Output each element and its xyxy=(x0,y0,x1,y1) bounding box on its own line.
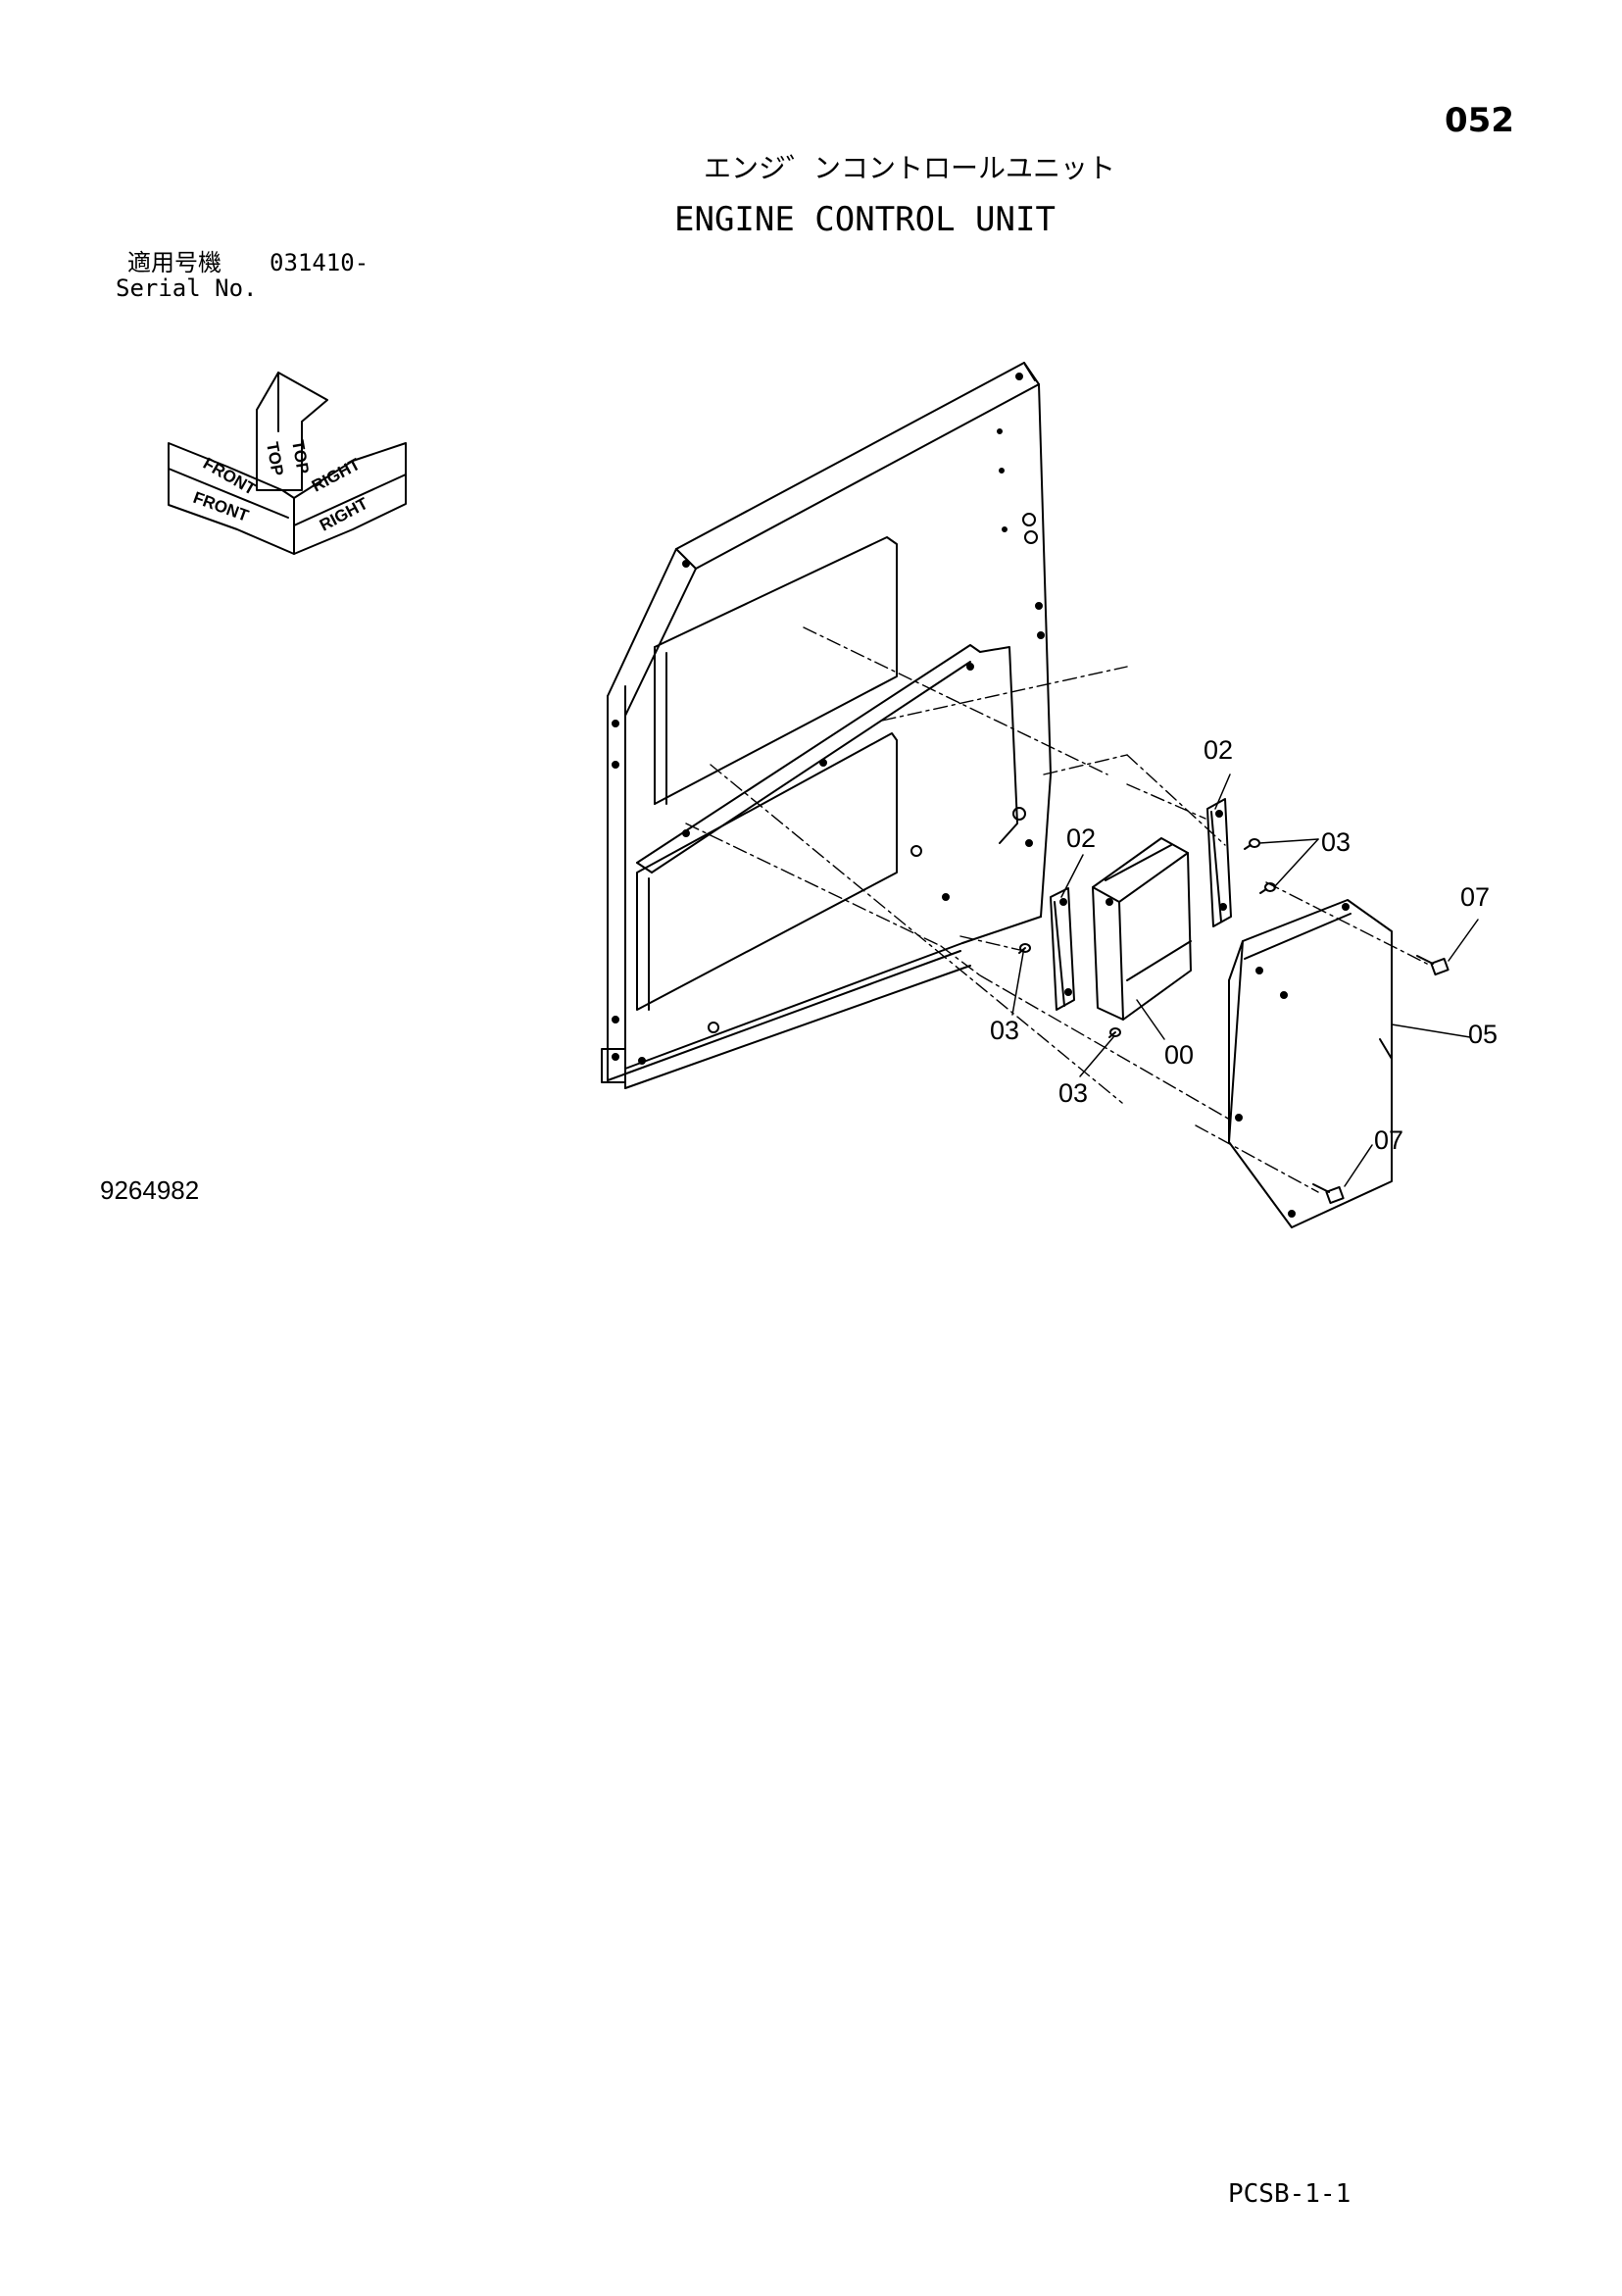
callout-07-lower: 07 xyxy=(1374,1125,1403,1155)
orientation-right-label-top: RIGHT xyxy=(309,455,364,496)
bolts-07 xyxy=(1312,955,1450,1205)
callout-07-upper: 07 xyxy=(1460,882,1490,912)
mounting-panel xyxy=(601,362,1052,1089)
callout-02-left: 02 xyxy=(1066,824,1096,853)
title-japanese: エンジ゛ンコントロールユニット xyxy=(704,152,1116,184)
right-arrow-shape xyxy=(293,442,407,555)
callout-03-lower: 03 xyxy=(1058,1078,1088,1108)
orientation-top-label-2: TOP xyxy=(288,438,313,474)
callout-labels: 02 03 02 07 03 00 05 03 07 xyxy=(990,735,1498,1155)
callout-02-right: 02 xyxy=(1204,735,1233,765)
orientation-top-label: TOP xyxy=(263,440,287,476)
callout-03-left: 03 xyxy=(990,1016,1019,1045)
ecu-box-00 xyxy=(1092,837,1192,1021)
leader-lines xyxy=(1011,774,1479,1187)
serial-value: 031410- xyxy=(270,249,369,276)
bracket-02-right xyxy=(1206,798,1232,927)
cover-05 xyxy=(1228,899,1393,1228)
drawing-number: 9264982 xyxy=(100,1175,200,1205)
page-number: 052 xyxy=(1445,101,1514,140)
top-arrow-shape xyxy=(256,372,328,491)
title-english: ENGINE CONTROL UNIT xyxy=(674,200,1056,239)
footer-code: PCSB-1-1 xyxy=(1228,2179,1352,2209)
callout-05: 05 xyxy=(1468,1020,1498,1049)
callout-00: 00 xyxy=(1164,1040,1194,1070)
orientation-right-label: RIGHT xyxy=(317,494,371,535)
callout-03-upper: 03 xyxy=(1321,827,1351,857)
serial-label-english: Serial No. xyxy=(116,275,258,302)
orientation-indicator: FRONT FRONT TOP TOP RIGHT RIGHT xyxy=(168,372,407,555)
serial-label-japanese: 適用号機 xyxy=(127,249,221,276)
bracket-02-left xyxy=(1050,887,1075,1011)
